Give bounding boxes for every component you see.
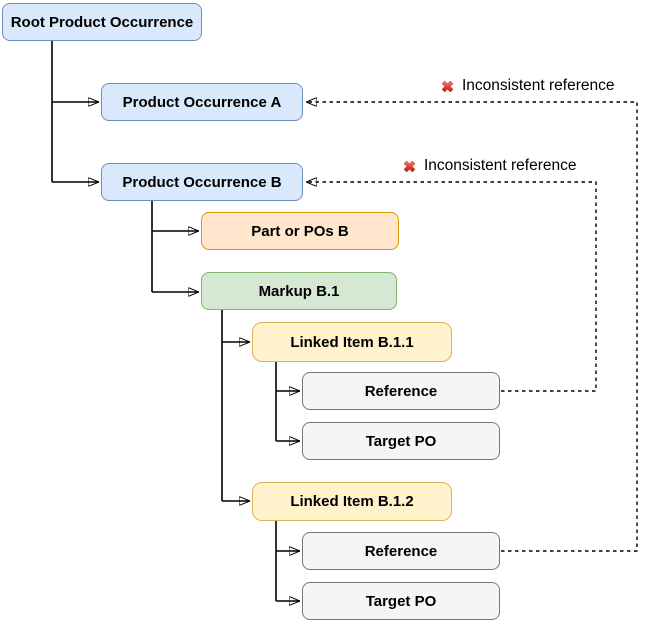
inconsistent-reference-text: Inconsistent reference — [462, 77, 615, 94]
tree-edges — [51, 41, 300, 601]
inconsistent-reference-text: Inconsistent reference — [424, 157, 577, 174]
node-linked-item-b11: Linked Item B.1.1 — [252, 322, 452, 362]
node-reference-b11: Reference — [302, 372, 500, 410]
inconsistent-reference-label-b: Inconsistent reference — [401, 157, 577, 175]
node-root-product-occurrence: Root Product Occurrence — [2, 3, 202, 41]
inconsistent-reference-label-a: Inconsistent reference — [439, 77, 615, 95]
node-product-occurrence-b: Product Occurrence B — [101, 163, 303, 201]
node-target-po-b11: Target PO — [302, 422, 500, 460]
edge-ref-b11-to-po-b — [306, 182, 597, 392]
node-target-po-b12: Target PO — [302, 582, 500, 620]
edge-ref-b12-to-po-a — [306, 102, 638, 552]
node-linked-item-b12: Linked Item B.1.2 — [252, 482, 452, 521]
node-reference-b12: Reference — [302, 532, 500, 570]
inconsistent-reference-edges — [306, 102, 638, 552]
node-product-occurrence-a: Product Occurrence A — [101, 83, 303, 121]
red-cross-icon — [441, 80, 454, 92]
node-part-or-pos-b: Part or POs B — [201, 212, 399, 250]
red-cross-icon — [403, 160, 416, 172]
node-markup-b1: Markup B.1 — [201, 272, 397, 310]
